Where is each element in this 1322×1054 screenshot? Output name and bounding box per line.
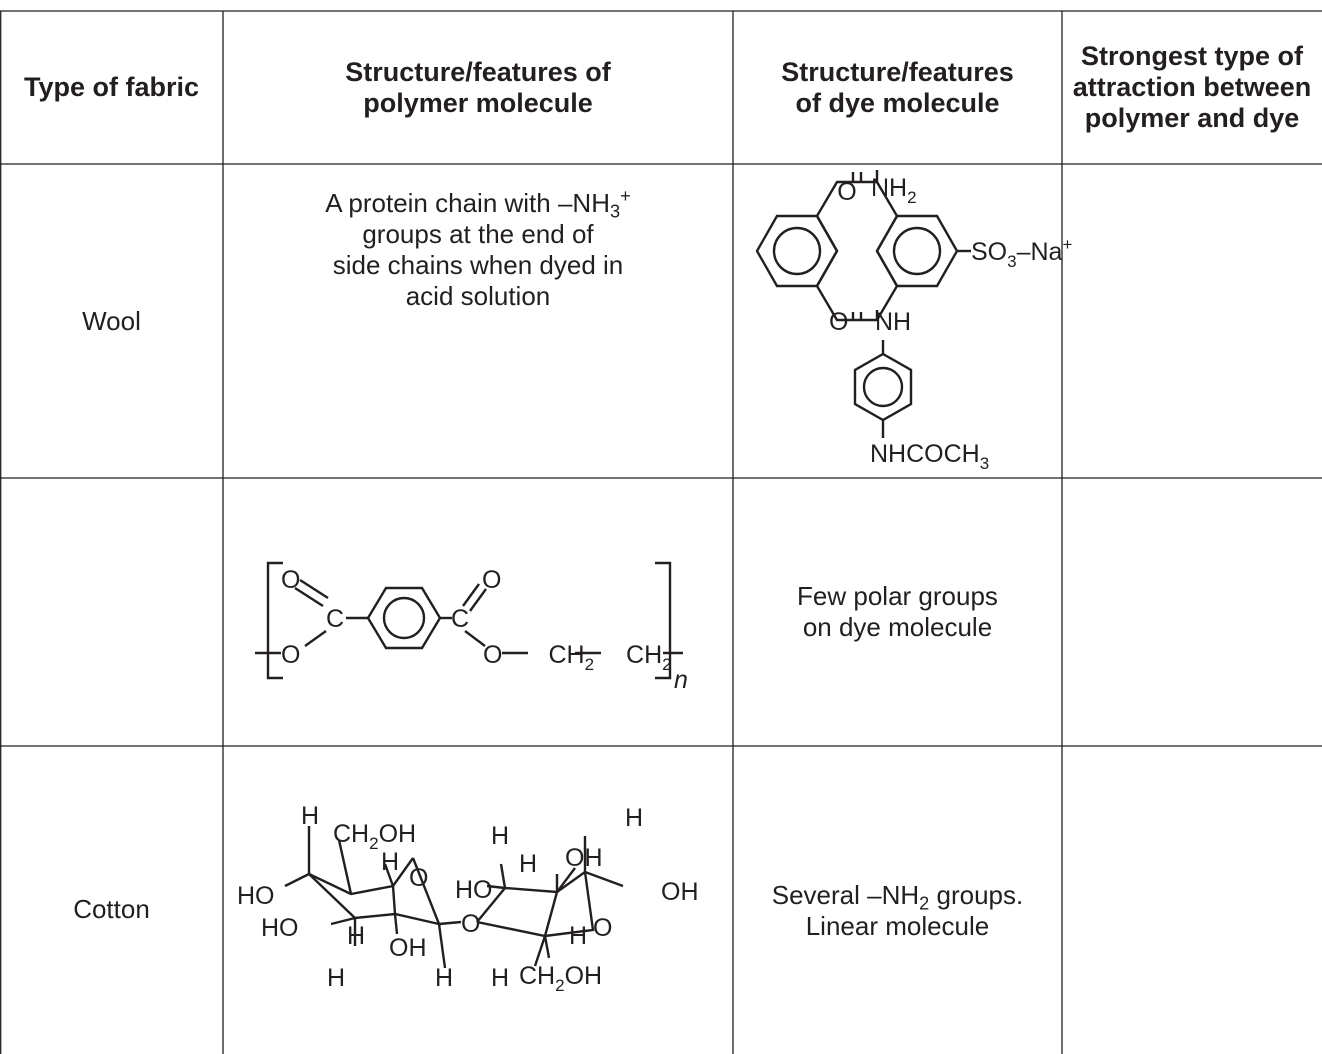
cell-label-o-link: O [461, 910, 480, 938]
row-2-fabric[interactable] [0, 478, 223, 746]
row-cotton-fabric: Cotton [0, 746, 223, 1054]
cell-label-h5: H [435, 964, 453, 992]
pet-label-o1: O [281, 566, 300, 594]
cell-label-o-ring2: O [593, 914, 612, 942]
header-type-of-fabric: Type of fabric [0, 11, 223, 164]
cell-label-h2: H [381, 848, 399, 876]
cell-label-h10: H [491, 964, 509, 992]
pet-label-c1: C [326, 605, 344, 633]
cell-label-ch2oh-top: CH2OH [333, 820, 416, 853]
cellulose-polymer-structure: H CH2OH H O HO HO H OH H H O HO H H OH H… [237, 802, 699, 995]
cell-label-h1: H [301, 802, 319, 830]
fabric-name-wool: Wool [82, 305, 141, 336]
header-strongest-attraction: Strongest type of attraction between pol… [1062, 11, 1322, 164]
row-2-dye-description: Few polar groups on dye molecule [797, 581, 998, 642]
cell-label-h3: H [347, 922, 365, 950]
dye-label-nh: NH [875, 308, 911, 336]
dye-label-o-bottom: O [829, 308, 848, 336]
cell-label-oh3: OH [661, 878, 699, 906]
cell-label-ho1: HO [237, 882, 275, 910]
wool-polymer-description: A protein chain with –NH3+groups at the … [325, 186, 631, 311]
dye-label-so3-na: SO3–Na+ [971, 235, 1072, 271]
pet-label-c2: C [451, 605, 469, 633]
cell-label-h6: H [491, 822, 509, 850]
header-dye-text: Structure/features of dye molecule [781, 56, 1014, 118]
cell-label-h9: H [569, 922, 587, 950]
cell-label-h4: H [327, 964, 345, 992]
row-cotton-attraction[interactable] [1062, 746, 1322, 1054]
wool-dye-structure: O NH2 SO3–Na+ O NH NHCOCH3 [755, 170, 1072, 473]
dye-label-nh2: NH2 [871, 174, 917, 207]
dye-label-o-top: O [837, 178, 856, 206]
row-wool-fabric: Wool [0, 164, 223, 478]
dye-label-nhcoch3: NHCOCH3 [870, 440, 989, 473]
row-2-dye: Few polar groups on dye molecule [733, 478, 1062, 746]
cell-label-h7: H [519, 850, 537, 878]
cell-label-h8: H [625, 804, 643, 832]
cell-label-o-ring1: O [409, 864, 428, 892]
cell-label-ch2oh-bottom: CH2OH [519, 962, 602, 995]
pet-label-o2: O [281, 641, 300, 669]
fabric-name-cotton: Cotton [73, 894, 150, 924]
header-polymer-structure: Structure/features of polymer molecule [223, 11, 733, 164]
header-polymer-text: Structure/features of polymer molecule [345, 56, 611, 118]
cell-label-oh1: OH [389, 934, 427, 962]
row-2-attraction[interactable] [1062, 478, 1322, 746]
header-attraction-text: Strongest type of attraction between pol… [1072, 41, 1312, 133]
header-fabric-text: Type of fabric [23, 72, 200, 102]
header-dye-structure: Structure/features of dye molecule [733, 11, 1062, 164]
cell-label-ho2: HO [261, 914, 299, 942]
pet-label-o3: O [482, 566, 501, 594]
row-wool-polymer: A protein chain with –NH3+groups at the … [268, 186, 688, 328]
pet-label-n: n [674, 666, 688, 694]
cell-label-oh2: OH [565, 844, 603, 872]
cotton-dye-description: Several –NH2 groups.Linear molecule [771, 880, 1024, 941]
cell-label-ho3: HO [455, 876, 493, 904]
row-cotton-dye: Several –NH2 groups.Linear molecule [733, 746, 1062, 1054]
row-wool-attraction[interactable] [1062, 164, 1322, 478]
